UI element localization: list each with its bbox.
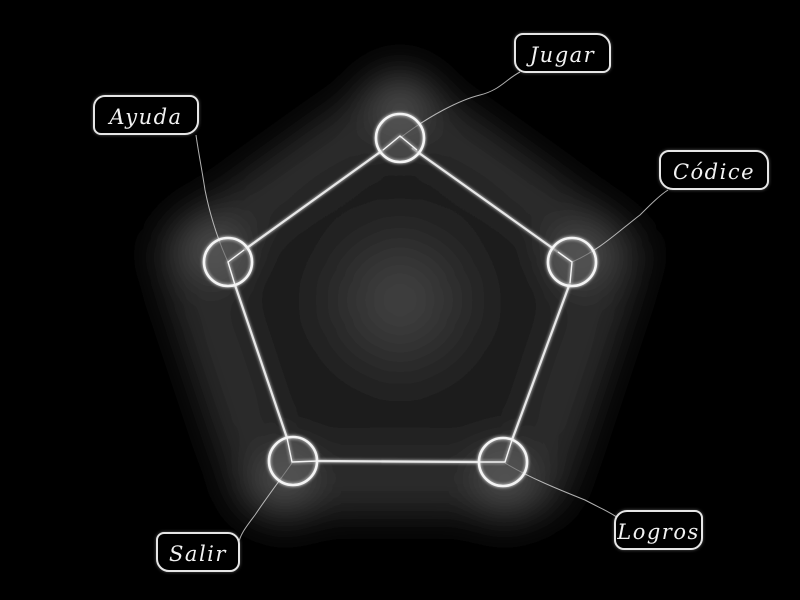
edge-salir-ayuda [233, 284, 289, 439]
edge-ayuda-jugar [243, 149, 384, 251]
node-salir[interactable] [267, 435, 319, 487]
menu-item-jugar[interactable]: Jugar [514, 33, 611, 73]
node-ayuda[interactable] [202, 236, 254, 288]
menu-item-salir[interactable]: Salir [156, 532, 240, 572]
menu-item-logros[interactable]: Logros [614, 510, 703, 550]
pentagon-edges [233, 147, 572, 464]
edge-jugar-codice [411, 147, 559, 253]
connector-jugar [399, 71, 521, 139]
menu-nodes [202, 112, 598, 488]
node-jugar[interactable] [374, 112, 426, 164]
edge-codice-logros [510, 282, 572, 441]
menu-item-ayuda[interactable]: Ayuda [93, 95, 199, 135]
menu-item-codice[interactable]: Códice [659, 150, 769, 190]
edge-logros-salir [317, 459, 479, 464]
node-logros[interactable] [477, 436, 529, 488]
node-codice[interactable] [546, 236, 598, 288]
connector-logros [504, 462, 619, 519]
